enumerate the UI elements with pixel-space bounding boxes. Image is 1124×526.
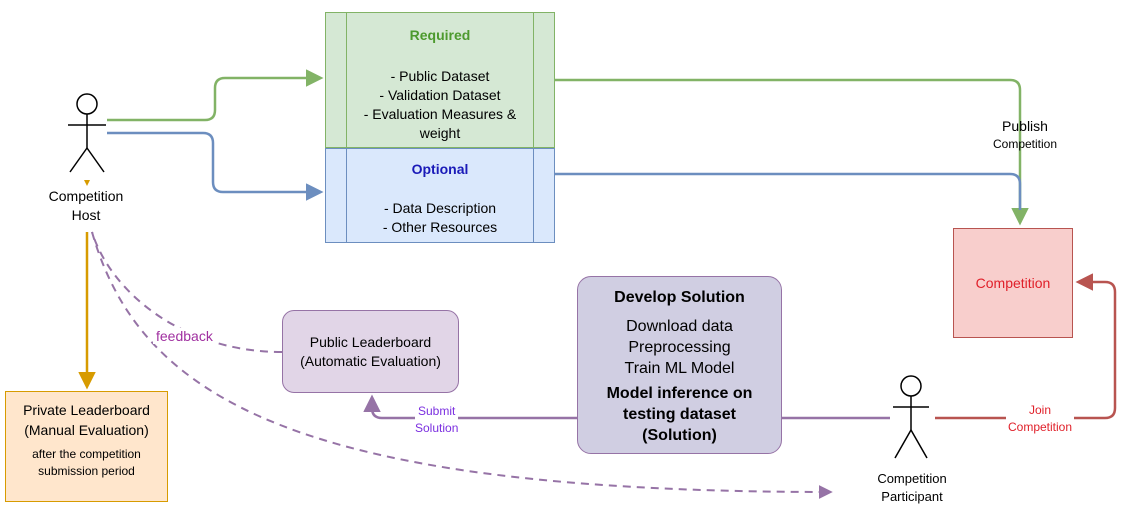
divider: [346, 149, 347, 242]
optional-item: - Other Resources: [382, 219, 498, 235]
divider: [533, 13, 534, 147]
publish-label-line: Publish: [1002, 118, 1048, 134]
required-item: weight: [419, 125, 461, 141]
develop-title: Develop Solution: [614, 289, 745, 306]
required-item: - Evaluation Measures &: [363, 106, 517, 122]
private-leaderboard-title: Private Leaderboard: [23, 402, 150, 418]
develop-solution-box: Develop Solution Download data Preproces…: [577, 276, 782, 454]
host-label-line: Host: [71, 207, 101, 223]
feedback-label: feedback: [153, 328, 216, 344]
required-item: - Public Dataset: [390, 68, 490, 84]
participant-label-line: Competition: [877, 471, 947, 486]
develop-step: Download data: [626, 318, 733, 335]
optional-item: - Data Description: [383, 200, 497, 216]
required-item: - Validation Dataset: [379, 87, 501, 103]
submit-label-line: Submit: [418, 404, 456, 418]
edge-host-to-optional: [107, 131, 324, 201]
edge-feedback-to-participant: [91, 231, 833, 499]
optional-title: Optional: [411, 161, 469, 177]
join-competition-label: Join Competition: [1006, 402, 1075, 436]
private-leaderboard-subtitle: (Manual Evaluation): [24, 422, 149, 438]
edge-host-up-tip: [84, 180, 90, 186]
join-label-line: Competition: [1008, 420, 1073, 434]
required-list: - Public Dataset - Validation Dataset - …: [326, 67, 554, 143]
participant-label: Competition Participant: [862, 470, 962, 506]
public-leaderboard-title: Public Leaderboard: [309, 333, 432, 350]
participant-label-line: Participant: [881, 489, 943, 504]
publish-competition-label: Publish Competition: [975, 117, 1075, 153]
host-actor-icon: [68, 93, 106, 173]
public-leaderboard-subtitle: (Automatic Evaluation): [300, 352, 441, 369]
publish-label-line: Competition: [992, 137, 1058, 151]
competition-label: Competition: [975, 275, 1051, 291]
edge-join-competition: [935, 273, 1117, 420]
edge-feedback-public: [91, 231, 283, 353]
submit-solution-label: Submit Solution: [415, 403, 459, 437]
private-leaderboard-box: Private Leaderboard (Manual Evaluation) …: [5, 391, 168, 502]
private-leaderboard-note: after the competition: [32, 447, 141, 461]
develop-step: Preprocessing: [628, 339, 731, 356]
develop-inference-line: Model inference on: [606, 385, 753, 402]
edge-required-to-competition: [555, 78, 1029, 226]
participant-actor-icon: [893, 375, 929, 459]
private-leaderboard-note: submission period: [38, 464, 135, 478]
optional-list: - Data Description - Other Resources: [326, 199, 554, 237]
host-label-line: Competition: [48, 188, 124, 204]
develop-inference-line: testing dataset: [623, 406, 736, 423]
join-label-line: Join: [1029, 403, 1052, 417]
divider: [346, 13, 347, 147]
public-leaderboard-box: Public Leaderboard (Automatic Evaluation…: [282, 310, 459, 393]
develop-inference-line: (Solution): [642, 427, 717, 444]
required-title: Required: [409, 27, 471, 43]
host-label: Competition Host: [36, 187, 136, 225]
competition-box: Competition: [953, 228, 1073, 338]
edge-submit-solution: [363, 394, 577, 420]
optional-box: Optional - Data Description - Other Reso…: [325, 148, 555, 243]
edge-host-to-required: [107, 69, 324, 122]
divider: [533, 149, 534, 242]
submit-label-line: Solution: [415, 421, 459, 435]
required-box: Required - Public Dataset - Validation D…: [325, 12, 555, 148]
develop-step: Train ML Model: [624, 360, 735, 377]
edge-optional-to-competition: [555, 172, 1022, 210]
